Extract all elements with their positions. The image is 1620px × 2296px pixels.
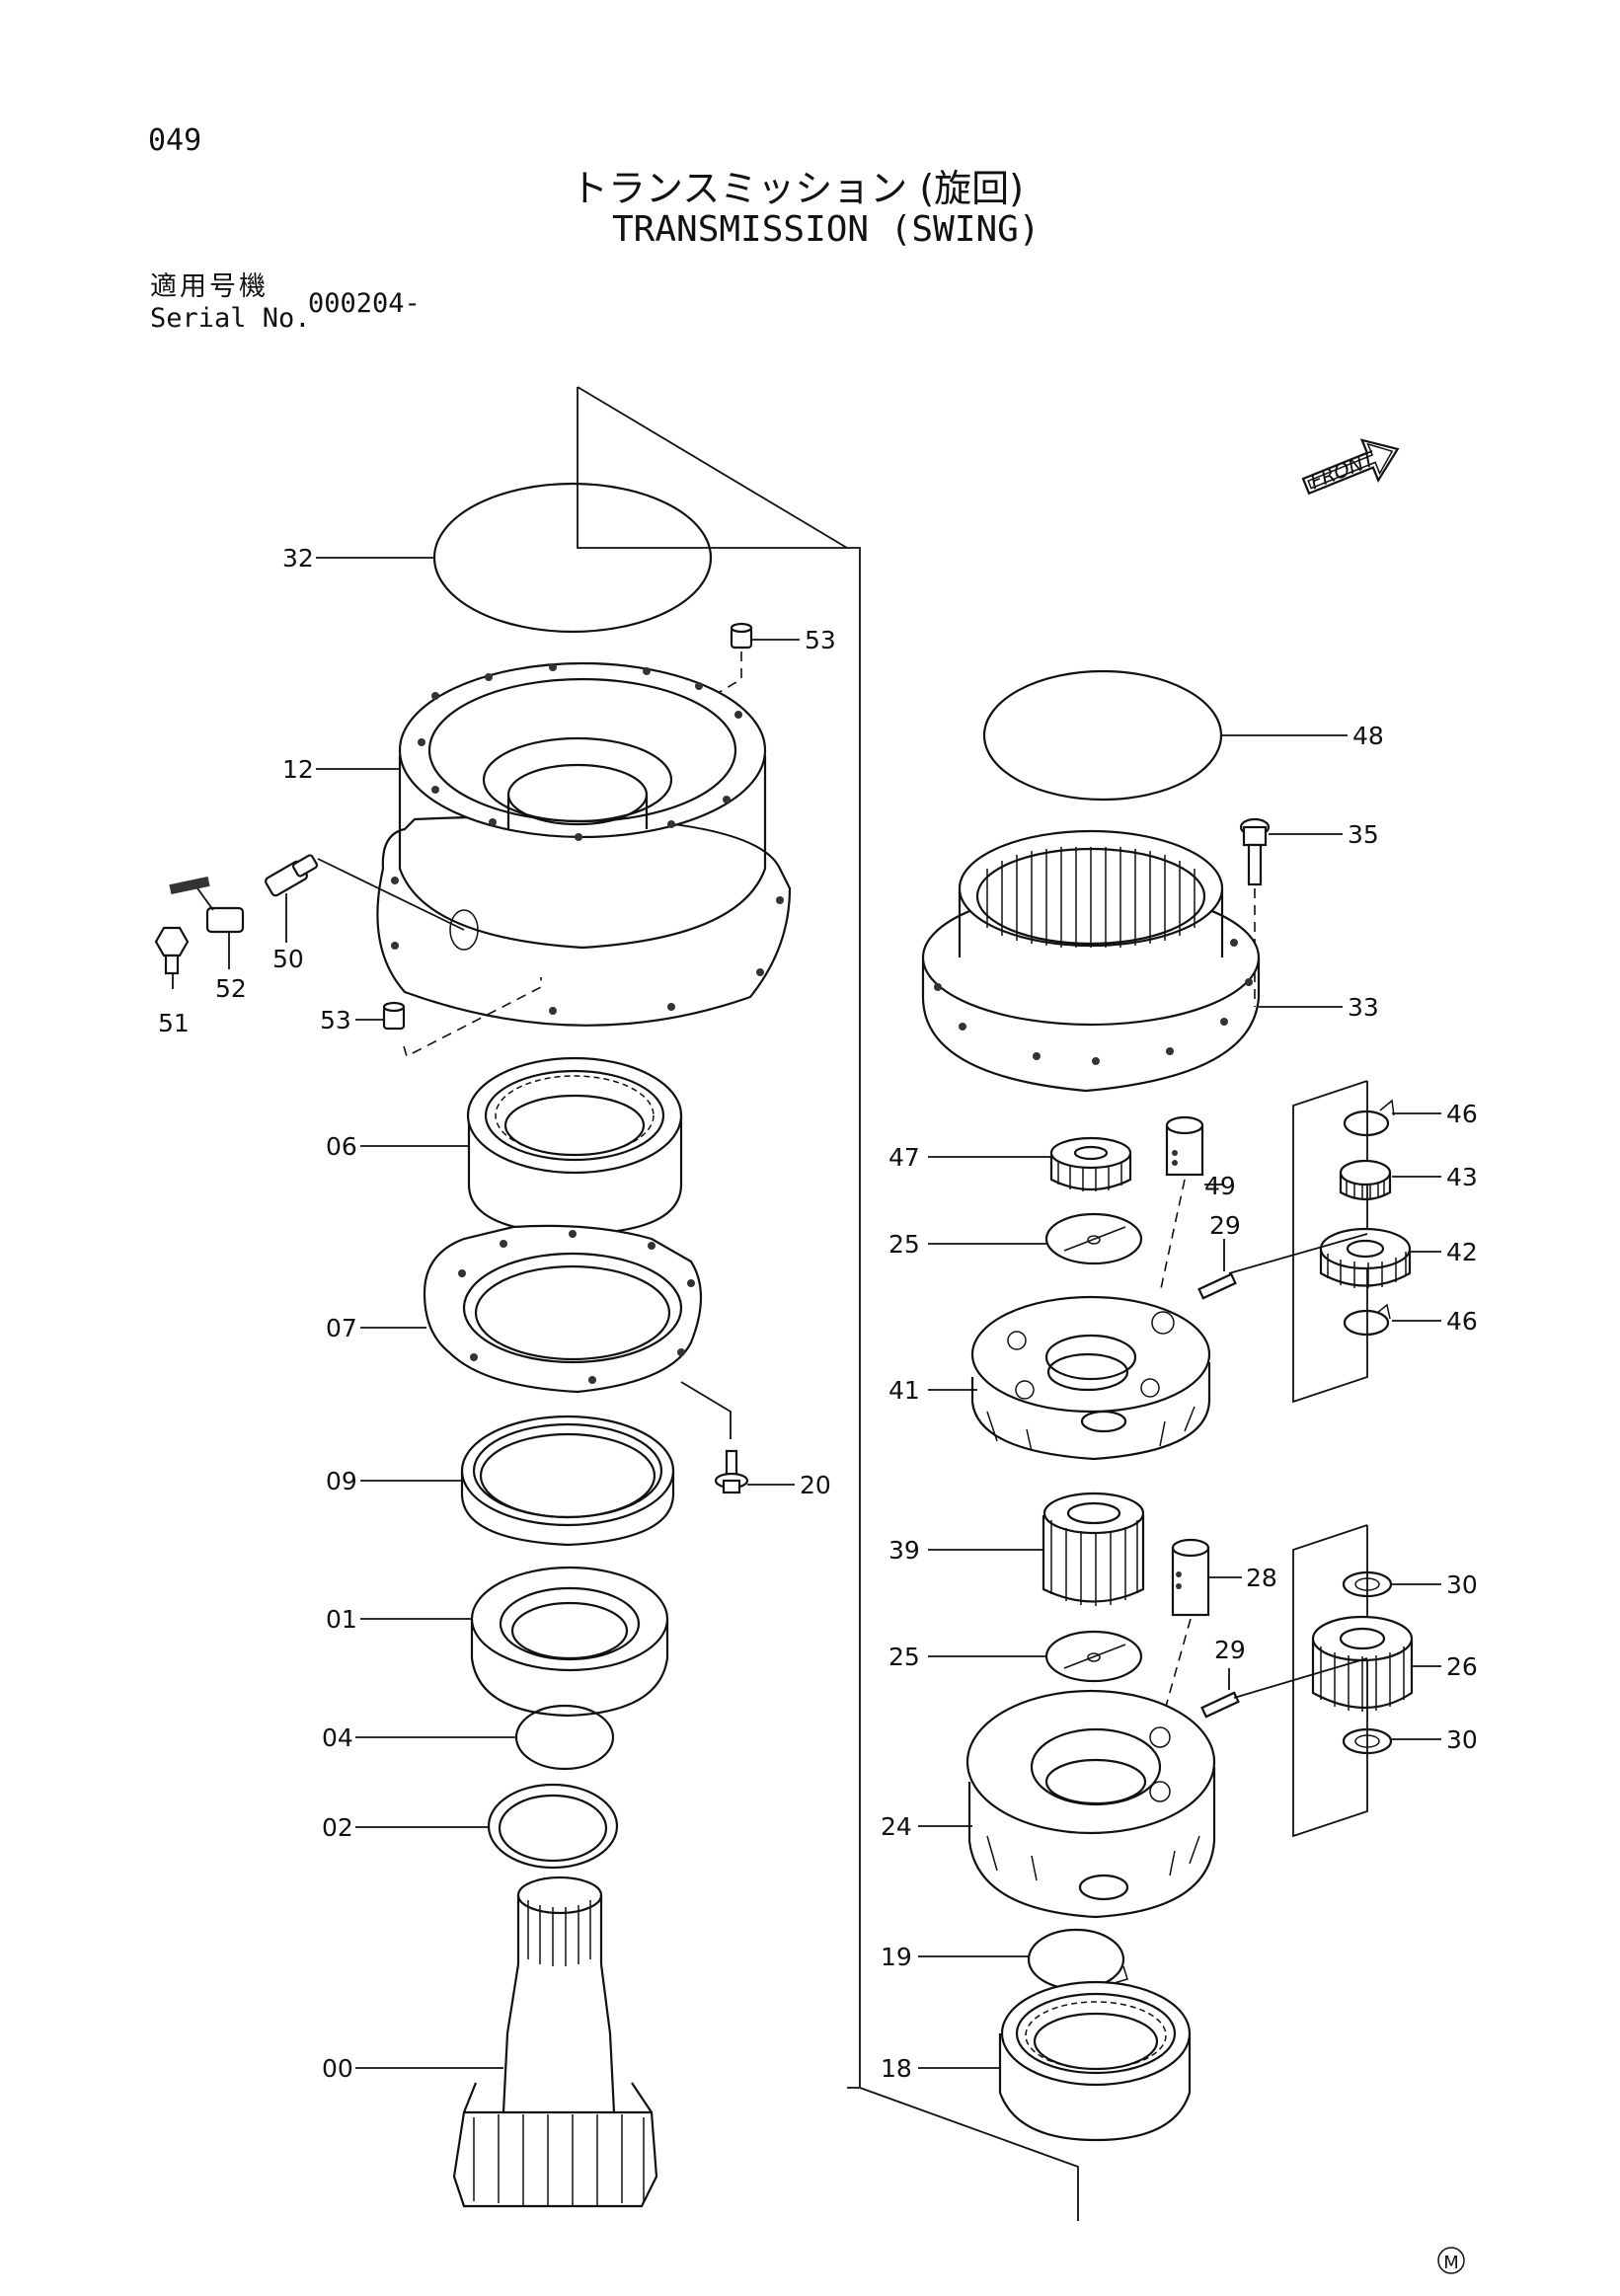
part-24-carrier-shape bbox=[965, 1689, 1216, 1919]
part-label-43: 43 bbox=[1446, 1163, 1478, 1191]
front-label: FRONT bbox=[1307, 446, 1380, 495]
part-label-48: 48 bbox=[1352, 722, 1384, 750]
part-32-o-ring-shape bbox=[432, 482, 713, 634]
part-46-snap-ring-lower-shape bbox=[1343, 1303, 1391, 1337]
part-53-plug-top-shape bbox=[730, 622, 753, 650]
part-label-18: 18 bbox=[881, 2054, 912, 2083]
part-label-35: 35 bbox=[1348, 820, 1379, 849]
part-label-53-lower: 53 bbox=[320, 1006, 351, 1034]
part-19-snap-ring-shape bbox=[1027, 1928, 1128, 1991]
part-label-26: 26 bbox=[1446, 1652, 1478, 1681]
serial-label-en: Serial No. bbox=[150, 303, 311, 334]
part-06-bearing-shape bbox=[466, 1056, 683, 1236]
part-label-29-upper: 29 bbox=[1209, 1211, 1241, 1240]
part-label-46-lower: 46 bbox=[1446, 1307, 1478, 1336]
part-label-50: 50 bbox=[272, 945, 304, 973]
part-label-25-upper: 25 bbox=[888, 1230, 920, 1259]
front-arrow-icon: FRONT bbox=[1301, 438, 1400, 496]
part-label-06: 06 bbox=[326, 1132, 357, 1161]
part-label-30-lower: 30 bbox=[1446, 1725, 1478, 1754]
part-label-00: 00 bbox=[322, 2054, 353, 2083]
part-46-snap-ring-upper-shape bbox=[1343, 1099, 1395, 1137]
part-02-ring-shape bbox=[487, 1783, 619, 1870]
part-29-pin-upper-shape bbox=[1197, 1233, 1368, 1300]
part-12-housing-shape bbox=[376, 661, 792, 1027]
serial-label-jp: 適用号機 bbox=[150, 271, 269, 302]
part-label-24: 24 bbox=[881, 1812, 912, 1841]
part-label-39: 39 bbox=[888, 1536, 920, 1565]
part-35-bolt-shape bbox=[1239, 817, 1271, 1007]
part-47-sun-gear-shape bbox=[1049, 1136, 1132, 1191]
part-label-51: 51 bbox=[158, 1009, 190, 1037]
part-label-28: 28 bbox=[1246, 1564, 1277, 1592]
part-51-bolt-shape bbox=[154, 926, 190, 975]
part-label-49: 49 bbox=[1204, 1172, 1236, 1200]
part-label-32: 32 bbox=[282, 544, 314, 573]
part-label-30-upper: 30 bbox=[1446, 1570, 1478, 1599]
title-japanese: トランスミッション (旋回) bbox=[571, 167, 1024, 210]
part-07-seal-plate-shape bbox=[423, 1224, 703, 1394]
part-label-29-lower: 29 bbox=[1214, 1636, 1246, 1664]
page-number: 049 bbox=[148, 123, 202, 158]
part-label-47: 47 bbox=[888, 1143, 920, 1172]
part-label-09: 09 bbox=[326, 1467, 357, 1495]
copyright-mark: M bbox=[1437, 2247, 1465, 2274]
part-01-seal-ring-shape bbox=[470, 1566, 669, 1718]
part-label-52: 52 bbox=[215, 974, 247, 1003]
part-39-sun-gear-shape bbox=[1041, 1492, 1145, 1606]
part-label-04: 04 bbox=[322, 1723, 353, 1752]
part-label-02: 02 bbox=[322, 1813, 353, 1842]
part-label-19: 19 bbox=[881, 1943, 912, 1971]
title-english: TRANSMISSION (SWING) bbox=[612, 209, 1041, 250]
part-48-o-ring-shape bbox=[982, 669, 1223, 802]
part-25-thrust-plate-lower-shape bbox=[1044, 1630, 1143, 1683]
part-label-42: 42 bbox=[1446, 1238, 1478, 1266]
part-label-12: 12 bbox=[282, 755, 314, 784]
assembly-boundary-lines bbox=[577, 386, 1079, 2221]
part-label-46-upper: 46 bbox=[1446, 1100, 1478, 1128]
part-53-plug-lower-shape bbox=[382, 1001, 406, 1031]
part-41-carrier-shape bbox=[970, 1295, 1211, 1461]
part-33-ring-gear-shape bbox=[921, 829, 1261, 1093]
part-42-planet-gear-shape bbox=[1319, 1227, 1412, 1288]
part-18-bearing-shape bbox=[998, 1980, 1192, 2142]
part-label-01: 01 bbox=[326, 1605, 357, 1634]
part-50-fitting-shape bbox=[265, 854, 465, 931]
part-52-valve-shape bbox=[169, 876, 245, 934]
part-09-seal-shape bbox=[460, 1415, 675, 1547]
part-30-washer-lower-shape bbox=[1342, 1727, 1393, 1755]
part-label-53-top: 53 bbox=[805, 626, 836, 654]
part-43-bearing-shape bbox=[1339, 1159, 1392, 1201]
part-label-41: 41 bbox=[888, 1376, 920, 1405]
part-label-33: 33 bbox=[1348, 993, 1379, 1022]
copyright-mark-letter: M bbox=[1443, 2253, 1459, 2273]
part-label-25-lower: 25 bbox=[888, 1643, 920, 1671]
serial-value: 000204- bbox=[308, 288, 421, 319]
part-26-planet-gear-shape bbox=[1311, 1615, 1414, 1712]
part-29-pin-lower-shape bbox=[1200, 1657, 1368, 1719]
part-label-07: 07 bbox=[326, 1314, 357, 1342]
part-25-thrust-plate-upper-shape bbox=[1044, 1212, 1143, 1265]
part-00-shaft-shape bbox=[452, 1875, 658, 2208]
part-label-20: 20 bbox=[800, 1471, 831, 1499]
part-49-pin-shape bbox=[1159, 1115, 1204, 1294]
part-28-pin-shape bbox=[1159, 1538, 1210, 1728]
part-20-bolt-shape bbox=[714, 1449, 749, 1494]
